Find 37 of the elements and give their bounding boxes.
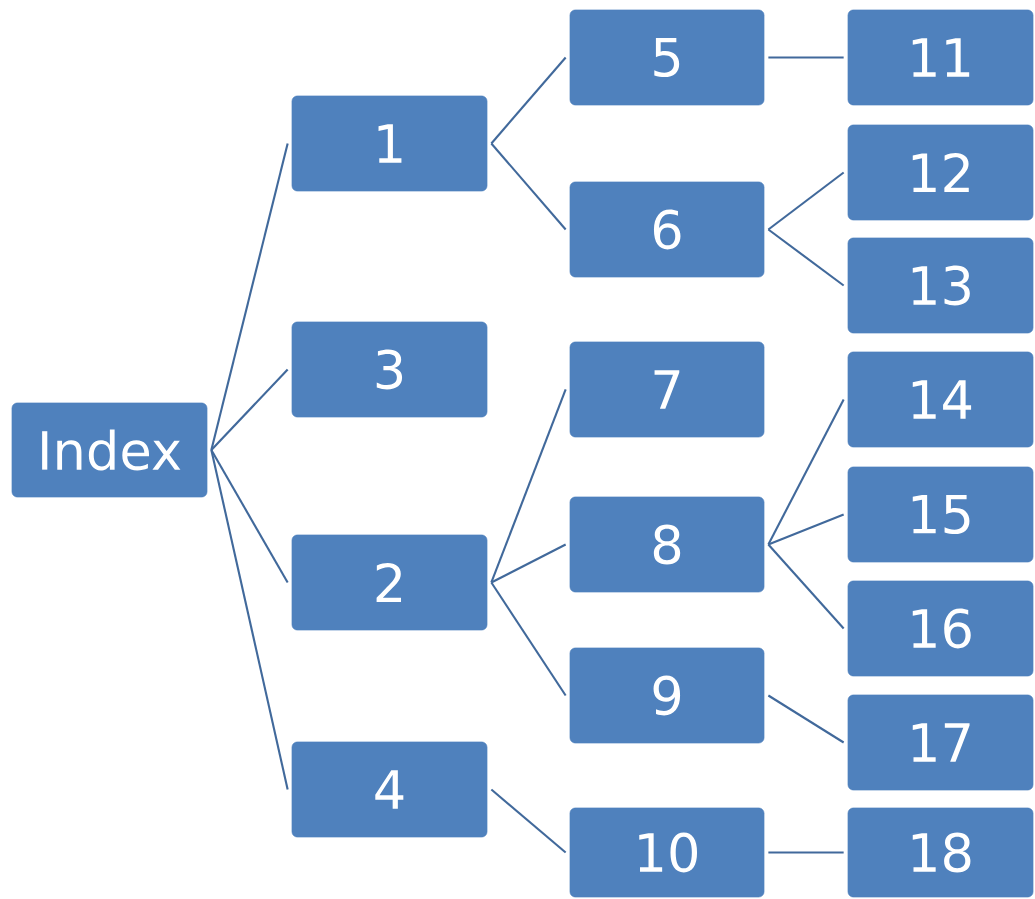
tree-box: Index [11, 402, 208, 498]
tree-box: 14 [847, 351, 1034, 448]
connector-line [767, 694, 845, 744]
tree-box: 16 [847, 580, 1034, 677]
connector-line [210, 449, 289, 584]
connector-line [490, 788, 567, 854]
connector-line [767, 228, 845, 287]
connector-line [768, 851, 844, 854]
tree-box: 7 [569, 341, 765, 438]
connector-line [210, 449, 289, 790]
tree-box: 1 [291, 95, 488, 192]
connector-line [768, 56, 844, 59]
tree-box: 8 [569, 496, 765, 593]
tree-box: 12 [847, 124, 1034, 221]
tree-box: 13 [847, 237, 1034, 334]
connector-line [767, 543, 845, 630]
connector-line [210, 143, 289, 451]
tree-box: 11 [847, 9, 1034, 106]
tree-box: 17 [847, 694, 1034, 791]
connector-line [490, 581, 567, 697]
connector-line [490, 389, 567, 583]
tree-box: 2 [291, 534, 488, 631]
connector-line [490, 142, 567, 231]
tree-box: 9 [569, 647, 765, 744]
connector-line [210, 368, 289, 451]
tree-box: 4 [291, 741, 488, 838]
connector-line [767, 399, 845, 545]
tree-box: 15 [847, 466, 1034, 563]
connector-line [490, 56, 567, 145]
tree-box: 5 [569, 9, 765, 106]
tree-box: 18 [847, 807, 1034, 898]
tree-box: 3 [291, 321, 488, 418]
connector-line [767, 513, 845, 546]
tree-box: 6 [569, 181, 765, 278]
tree-box: 10 [569, 807, 765, 898]
connector-line [490, 543, 567, 584]
connector-line [767, 171, 845, 231]
